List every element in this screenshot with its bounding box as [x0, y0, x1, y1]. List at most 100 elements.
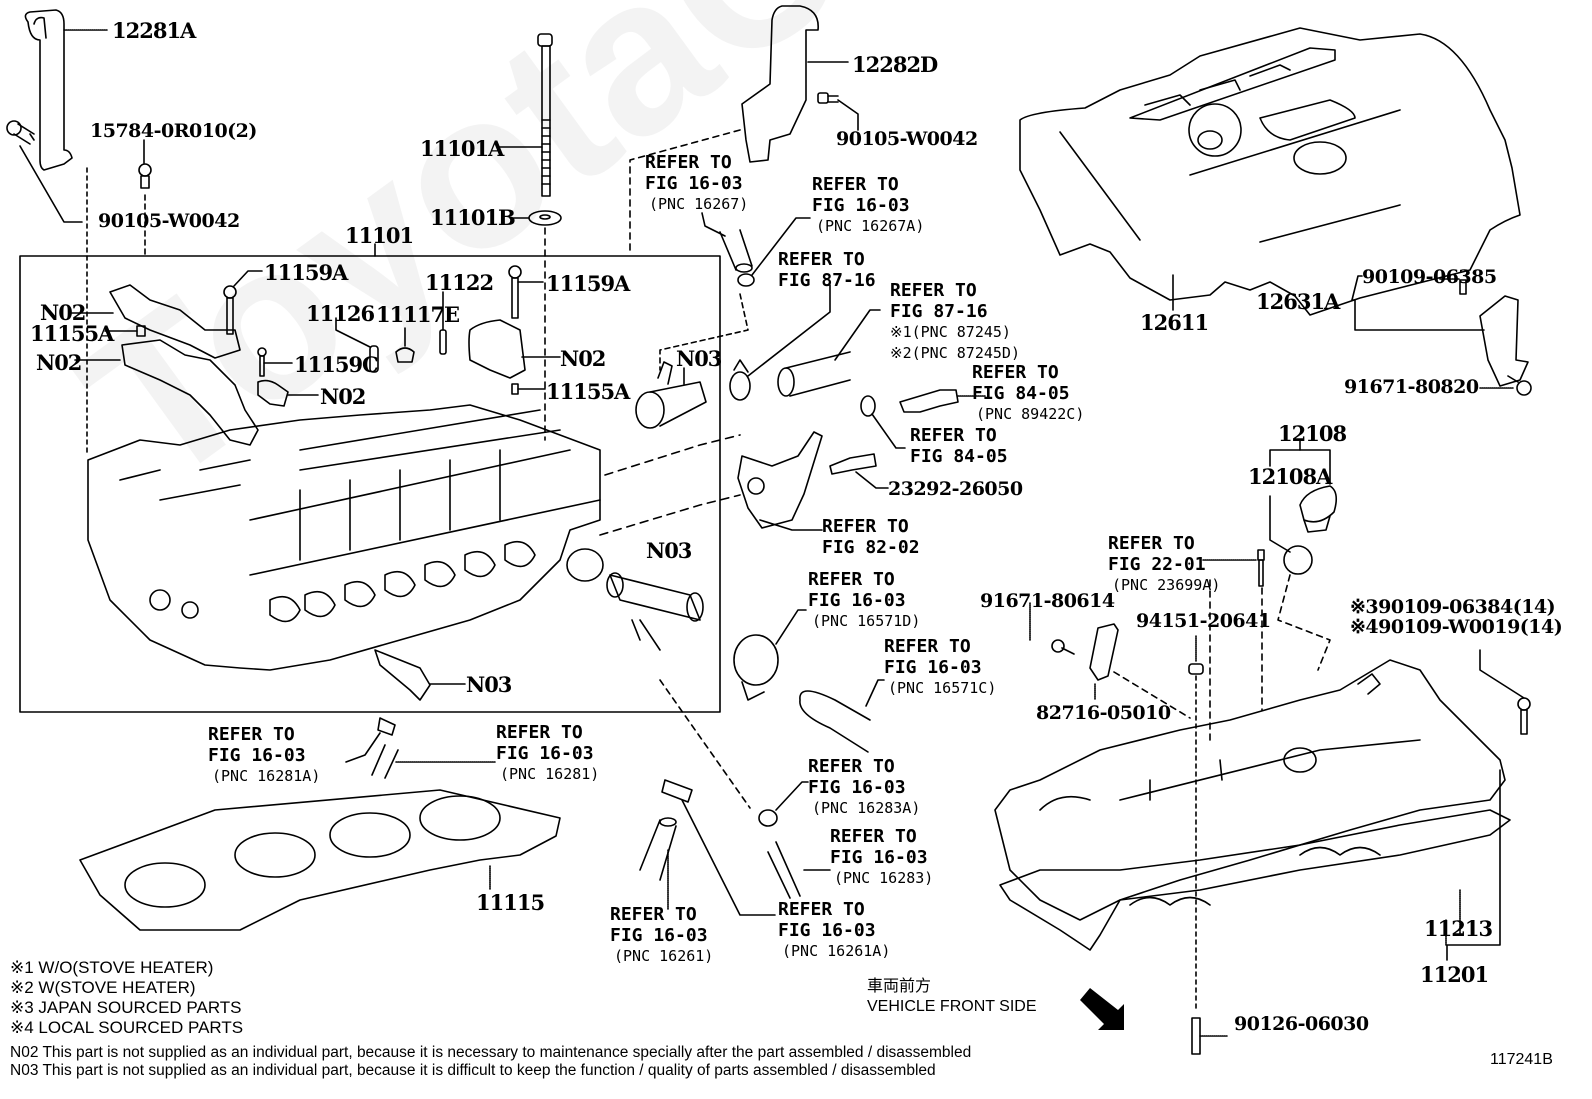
refer-fig-16-03-pnc-16283[interactable]: REFER TO FIG 16-03 (PNC 16283): [830, 826, 933, 889]
bolt-91671-80614: [1029, 602, 1075, 655]
part-label-94151-20641[interactable]: 94151-20641: [1136, 610, 1271, 632]
cylinder-head: [87, 404, 604, 671]
refer-fig: FIG 84-05: [972, 383, 1070, 404]
part-label-11101A[interactable]: 11101A: [420, 136, 504, 161]
part-label-11155A[interactable]: 11155A: [30, 321, 114, 346]
part-label-12108[interactable]: 12108: [1278, 421, 1347, 446]
part-label-90109-06385[interactable]: 90109-06385: [1362, 266, 1497, 288]
head-gasket-11115: [79, 789, 561, 931]
refer-pnc: (PNC 16267A): [816, 217, 925, 235]
vehicle-front-arrow-icon: [1080, 988, 1124, 1030]
hose-16283: [767, 841, 831, 899]
part-label-90105-W0042[interactable]: 90105-W0042: [98, 210, 240, 232]
part-label-N02[interactable]: N02: [36, 350, 82, 375]
part-label-11101B[interactable]: 11101B: [430, 205, 516, 230]
part-label-11117E[interactable]: 11117E: [376, 302, 460, 327]
refer-fig: FIG 16-03: [808, 777, 906, 798]
part-label-11155A[interactable]: 11155A: [546, 379, 630, 404]
dipstick-guide-23699A: [1202, 549, 1265, 711]
refer-fig-16-03-pnc-16571C[interactable]: REFER TO FIG 16-03 (PNC 16571C): [884, 636, 996, 699]
part-label-11159A[interactable]: 11159A: [264, 260, 348, 285]
part-label-N02[interactable]: N02: [560, 346, 606, 371]
hose-16261A: [661, 779, 776, 916]
part-label-90109-06384[interactable]: ※390109-06384(14): [1350, 596, 1556, 618]
gasket-ring-84-05: [860, 395, 906, 449]
bolt-90105-W0042-left: [6, 120, 83, 223]
part-label-12631A[interactable]: 12631A: [1256, 289, 1340, 314]
refer-fig-16-03-pnc-16267A[interactable]: REFER TO FIG 16-03 (PNC 16267A): [812, 174, 924, 237]
refer-line: REFER TO: [610, 904, 697, 925]
part-label-91671-80820[interactable]: 91671-80820: [1344, 376, 1479, 398]
refer-pnc: (PNC 16261): [614, 947, 714, 965]
part-label-N03[interactable]: N03: [676, 346, 722, 371]
part-label-11159A[interactable]: 11159A: [546, 271, 630, 296]
refer-fig-82-02[interactable]: REFER TO FIG 82-02: [822, 516, 920, 558]
stud-23292-26050: [829, 453, 889, 489]
part-label-23292-26050[interactable]: 23292-26050: [888, 478, 1023, 500]
clamp-16283A: [659, 679, 809, 827]
refer-fig-16-03-pnc-16261A[interactable]: REFER TO FIG 16-03 (PNC 16261A): [778, 899, 890, 962]
refer-fig-16-03-pnc-16283A[interactable]: REFER TO FIG 16-03 (PNC 16283A): [808, 756, 920, 819]
pipe-N03-lower: [606, 572, 704, 651]
refer-fig-84-05[interactable]: REFER TO FIG 84-05: [910, 425, 1008, 467]
part-label-11115[interactable]: 11115: [476, 890, 545, 915]
water-outlet-N03: [635, 361, 707, 429]
part-label-11159C[interactable]: 11159C: [294, 352, 379, 377]
camshaft-bearing-caps: [71, 284, 561, 446]
refer-fig: FIG 16-03: [778, 920, 876, 941]
refer-fig-22-01-pnc-23699A[interactable]: REFER TO FIG 22-01 (PNC 23699A): [1108, 533, 1220, 596]
clamp-16267A: [659, 217, 811, 371]
refer-fig: FIG 16-03: [812, 195, 910, 216]
refer-fig-84-05-pnc-89422C[interactable]: REFER TO FIG 84-05 (PNC 89422C): [972, 362, 1084, 425]
part-label-N03[interactable]: N03: [466, 672, 512, 697]
part-label-90109-W0019[interactable]: ※490109-W0019(14): [1350, 616, 1563, 638]
part-label-82716-05010[interactable]: 82716-05010: [1036, 702, 1171, 724]
refer-line: REFER TO: [645, 152, 732, 173]
refer-fig-16-03-pnc-16261[interactable]: REFER TO FIG 16-03 (PNC 16261): [610, 904, 713, 967]
refer-pnc: (PNC 23699A): [1112, 576, 1221, 594]
part-label-11122[interactable]: 11122: [425, 270, 494, 295]
refer-fig: FIG 16-03: [496, 743, 594, 764]
refer-fig-16-03-pnc-16281A[interactable]: REFER TO FIG 16-03 (PNC 16281A): [208, 724, 320, 787]
note-1: ※1 W/O(STOVE HEATER): [10, 958, 214, 977]
part-label-12281A[interactable]: 12281A: [112, 18, 196, 43]
part-label-90126-06030[interactable]: 90126-06030: [1234, 1013, 1369, 1035]
refer-fig: FIG 87-16: [778, 270, 876, 291]
refer-fig: FIG 16-03: [208, 745, 306, 766]
part-label-15784-0R010[interactable]: 15784-0R010(2): [90, 120, 257, 142]
part-label-11126[interactable]: 11126: [306, 301, 375, 326]
hose-16261: [639, 817, 677, 911]
refer-fig-87-16[interactable]: REFER TO FIG 87-16: [778, 249, 876, 291]
refer-line: REFER TO: [812, 174, 899, 195]
refer-line: REFER TO: [808, 569, 895, 590]
part-label-12108A[interactable]: 12108A: [1248, 464, 1332, 489]
refer-pnc: (PNC 16571C): [888, 679, 997, 697]
bolts-11159: [223, 265, 544, 377]
refer-line: REFER TO: [208, 724, 295, 745]
hose-16571C: [799, 679, 885, 753]
figure-id: 117241B: [1490, 1051, 1553, 1068]
refer-fig-16-03-pnc-16267[interactable]: REFER TO FIG 16-03 (PNC 16267): [645, 152, 748, 215]
part-label-11213[interactable]: 11213: [1424, 916, 1493, 941]
refer-fig-16-03-pnc-16571D[interactable]: REFER TO FIG 16-03 (PNC 16571D): [808, 569, 920, 632]
part-label-91671-80614[interactable]: 91671-80614: [980, 590, 1115, 612]
refer-fig-16-03-pnc-16281[interactable]: REFER TO FIG 16-03 (PNC 16281): [496, 722, 599, 785]
washer-11101B: [509, 210, 562, 441]
part-label-N03[interactable]: N03: [646, 538, 692, 563]
refer-line: REFER TO: [890, 280, 977, 301]
oil-filler-cap-12108: [1269, 439, 1338, 671]
part-label-12611[interactable]: 12611: [1140, 310, 1209, 335]
part-label-90105-W0042[interactable]: 90105-W0042: [836, 128, 978, 150]
bracket-12631A: [1351, 275, 1532, 396]
head-bolt-11101A: [497, 33, 553, 197]
part-label-12282D[interactable]: 12282D: [852, 52, 938, 77]
refer-fig: FIG 16-03: [610, 925, 708, 946]
part-label-N02[interactable]: N02: [40, 300, 86, 325]
part-label-N02[interactable]: N02: [320, 384, 366, 409]
part-label-11101[interactable]: 11101: [345, 223, 414, 248]
part-label-11201[interactable]: 11201: [1420, 962, 1489, 987]
refer-pnc: (PNC 89422C): [976, 405, 1085, 423]
refer-fig-87-16-pnc-87245[interactable]: REFER TO FIG 87-16 ※1(PNC 87245) ※2(PNC …: [890, 280, 1020, 364]
refer-pnc: (PNC 16267): [649, 195, 749, 213]
